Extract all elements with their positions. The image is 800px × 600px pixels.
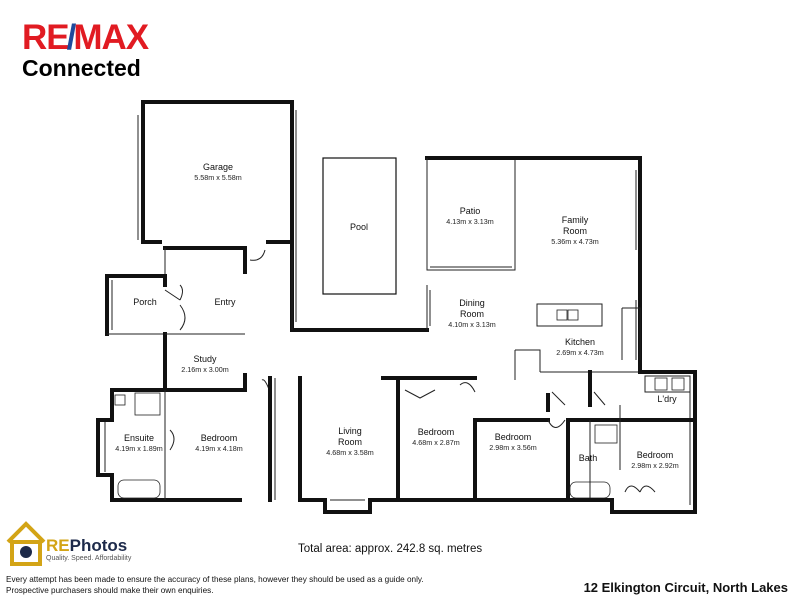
room-name-kitchen: Kitchen [565, 337, 595, 347]
room-dims-living: 4.68m x 3.58m [326, 448, 374, 457]
room-dims-family: 5.36m x 4.73m [551, 237, 599, 246]
rephotos-tagline: Quality. Speed. Affordability [46, 555, 132, 562]
room-name-dining: Room [460, 309, 484, 319]
room-name-garage: Garage [203, 162, 233, 172]
remax-office: Connected [22, 55, 141, 81]
room-name-ensuite: Ensuite [124, 433, 154, 443]
room-name-study: Study [193, 354, 217, 364]
room-dims-study: 2.16m x 3.00m [181, 365, 229, 374]
room-dims-bed4: 2.98m x 2.92m [631, 461, 679, 470]
pool-outline [322, 157, 397, 295]
rephotos-logo: REPhotos Quality. Speed. Affordability [4, 520, 164, 570]
room-name-patio: Patio [460, 206, 481, 216]
room-name-bath: Bath [579, 453, 598, 463]
room-name-family: Room [563, 226, 587, 236]
rephotos-re: RE [46, 536, 70, 555]
room-dims-bed3: 2.98m x 3.56m [489, 443, 537, 452]
room-name-bed3: Bedroom [495, 432, 532, 442]
disclaimer: Every attempt has been made to ensure th… [6, 575, 424, 595]
room-name-porch: Porch [133, 297, 157, 307]
remax-wordmark: RE/MAX [22, 20, 152, 56]
room-name-family: Family [562, 215, 589, 225]
room-dims-bed1: 4.19m x 4.18m [195, 444, 243, 453]
room-name-living: Room [338, 437, 362, 447]
rephotos-wordmark: REPhotos [46, 536, 127, 556]
room-dims-patio: 4.13m x 3.13m [446, 217, 494, 226]
room-name-entry: Entry [214, 297, 236, 307]
center-front-walls [323, 376, 477, 514]
room-name-bed1: Bedroom [201, 433, 238, 443]
room-dims-garage: 5.58m x 5.58m [194, 173, 242, 182]
room-dims-ensuite: 4.19m x 1.89m [115, 444, 163, 453]
room-dims-bed2: 4.68m x 2.87m [412, 438, 460, 447]
right-wing-walls [473, 370, 697, 514]
room-name-ldry: L'dry [657, 394, 677, 404]
kitchen-island [536, 303, 603, 327]
room-name-living: Living [338, 426, 362, 436]
garage-walls [137, 100, 422, 332]
total-area: Total area: approx. 242.8 sq. metres [298, 543, 483, 555]
rear-walls [418, 156, 642, 380]
room-name-pool: Pool [350, 222, 368, 232]
rephotos-photos: Photos [69, 536, 128, 555]
remax-slash: / [66, 18, 77, 57]
property-address: 12 Elkington Circuit, North Lakes [583, 580, 788, 595]
front-left-walls [105, 274, 271, 393]
room-name-bed2: Bedroom [418, 427, 455, 437]
room-name-dining: Dining [459, 298, 485, 308]
room-name-bed4: Bedroom [637, 450, 674, 460]
remax-re: RE [22, 18, 70, 57]
left-wing-walls [96, 376, 327, 502]
house-icon [6, 521, 46, 566]
remax-max: MAX [73, 18, 149, 57]
room-dims-dining: 4.10m x 3.13m [448, 320, 496, 329]
remax-logo: RE/MAX Connected [22, 20, 152, 81]
room-dims-kitchen: 2.69m x 4.73m [556, 348, 604, 357]
